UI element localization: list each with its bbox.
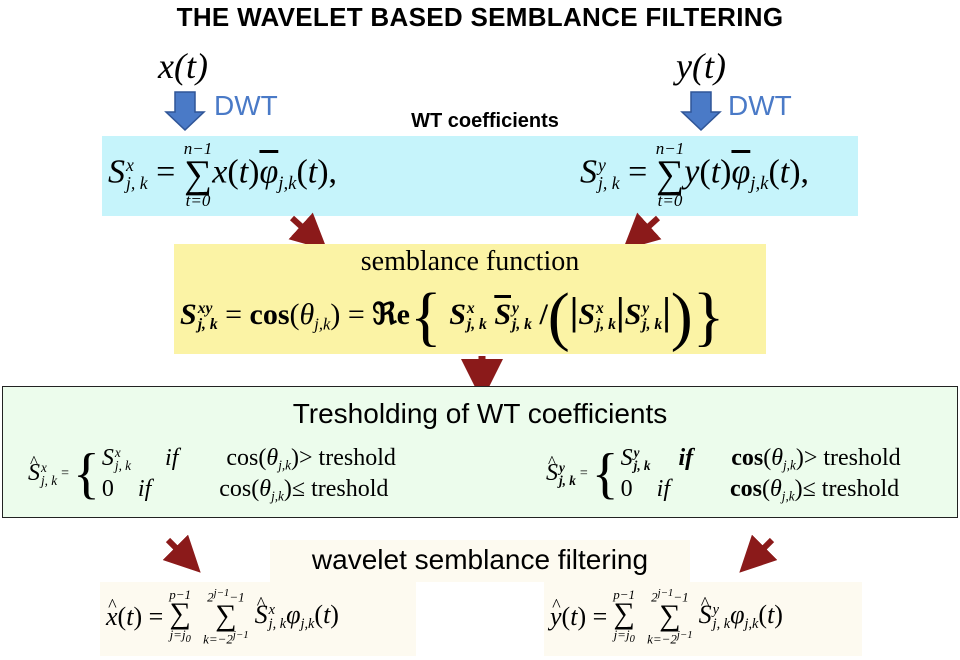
wt-coefficients-label: WT coefficients [384,106,586,136]
semblance-function-box [174,244,766,354]
reconstruction-y-formula: y(t) = p−1∑j=j0 2j−1−1∑k=−2j−1 Syj, kφj,… [550,588,783,646]
arrow-to-semblance-right-icon [622,212,662,251]
thresholding-box [2,386,958,518]
dwt-down-arrow-left-icon [164,91,206,132]
signal-y-label: y(t) [676,46,726,86]
filtering-title-bg [270,540,690,582]
thresholding-title: Tresholding of WT coefficients [292,398,668,429]
signal-x-label: x(t) [158,46,208,86]
dwt-label-right: DWT [728,90,792,121]
wt-coefficients-box [102,136,858,216]
page-title: THE WAVELET BASED SEMBLANCE FILTERING [176,2,784,32]
dwt-label-left: DWT [214,90,278,121]
semblance-function-title: semblance function [360,246,580,277]
reconstruction-x-formula: x(t) = p−1∑j=j0 2j−1−1∑k=−2j−1 Sxj, kφj,… [106,588,339,646]
filtering-title: wavelet semblance filtering [311,544,649,575]
arrow-to-semblance-left-icon [288,212,328,251]
arrow-to-filtering-right-icon [739,534,778,573]
arrow-to-filtering-left-icon [162,534,201,573]
dwt-down-arrow-right-icon [680,91,722,132]
